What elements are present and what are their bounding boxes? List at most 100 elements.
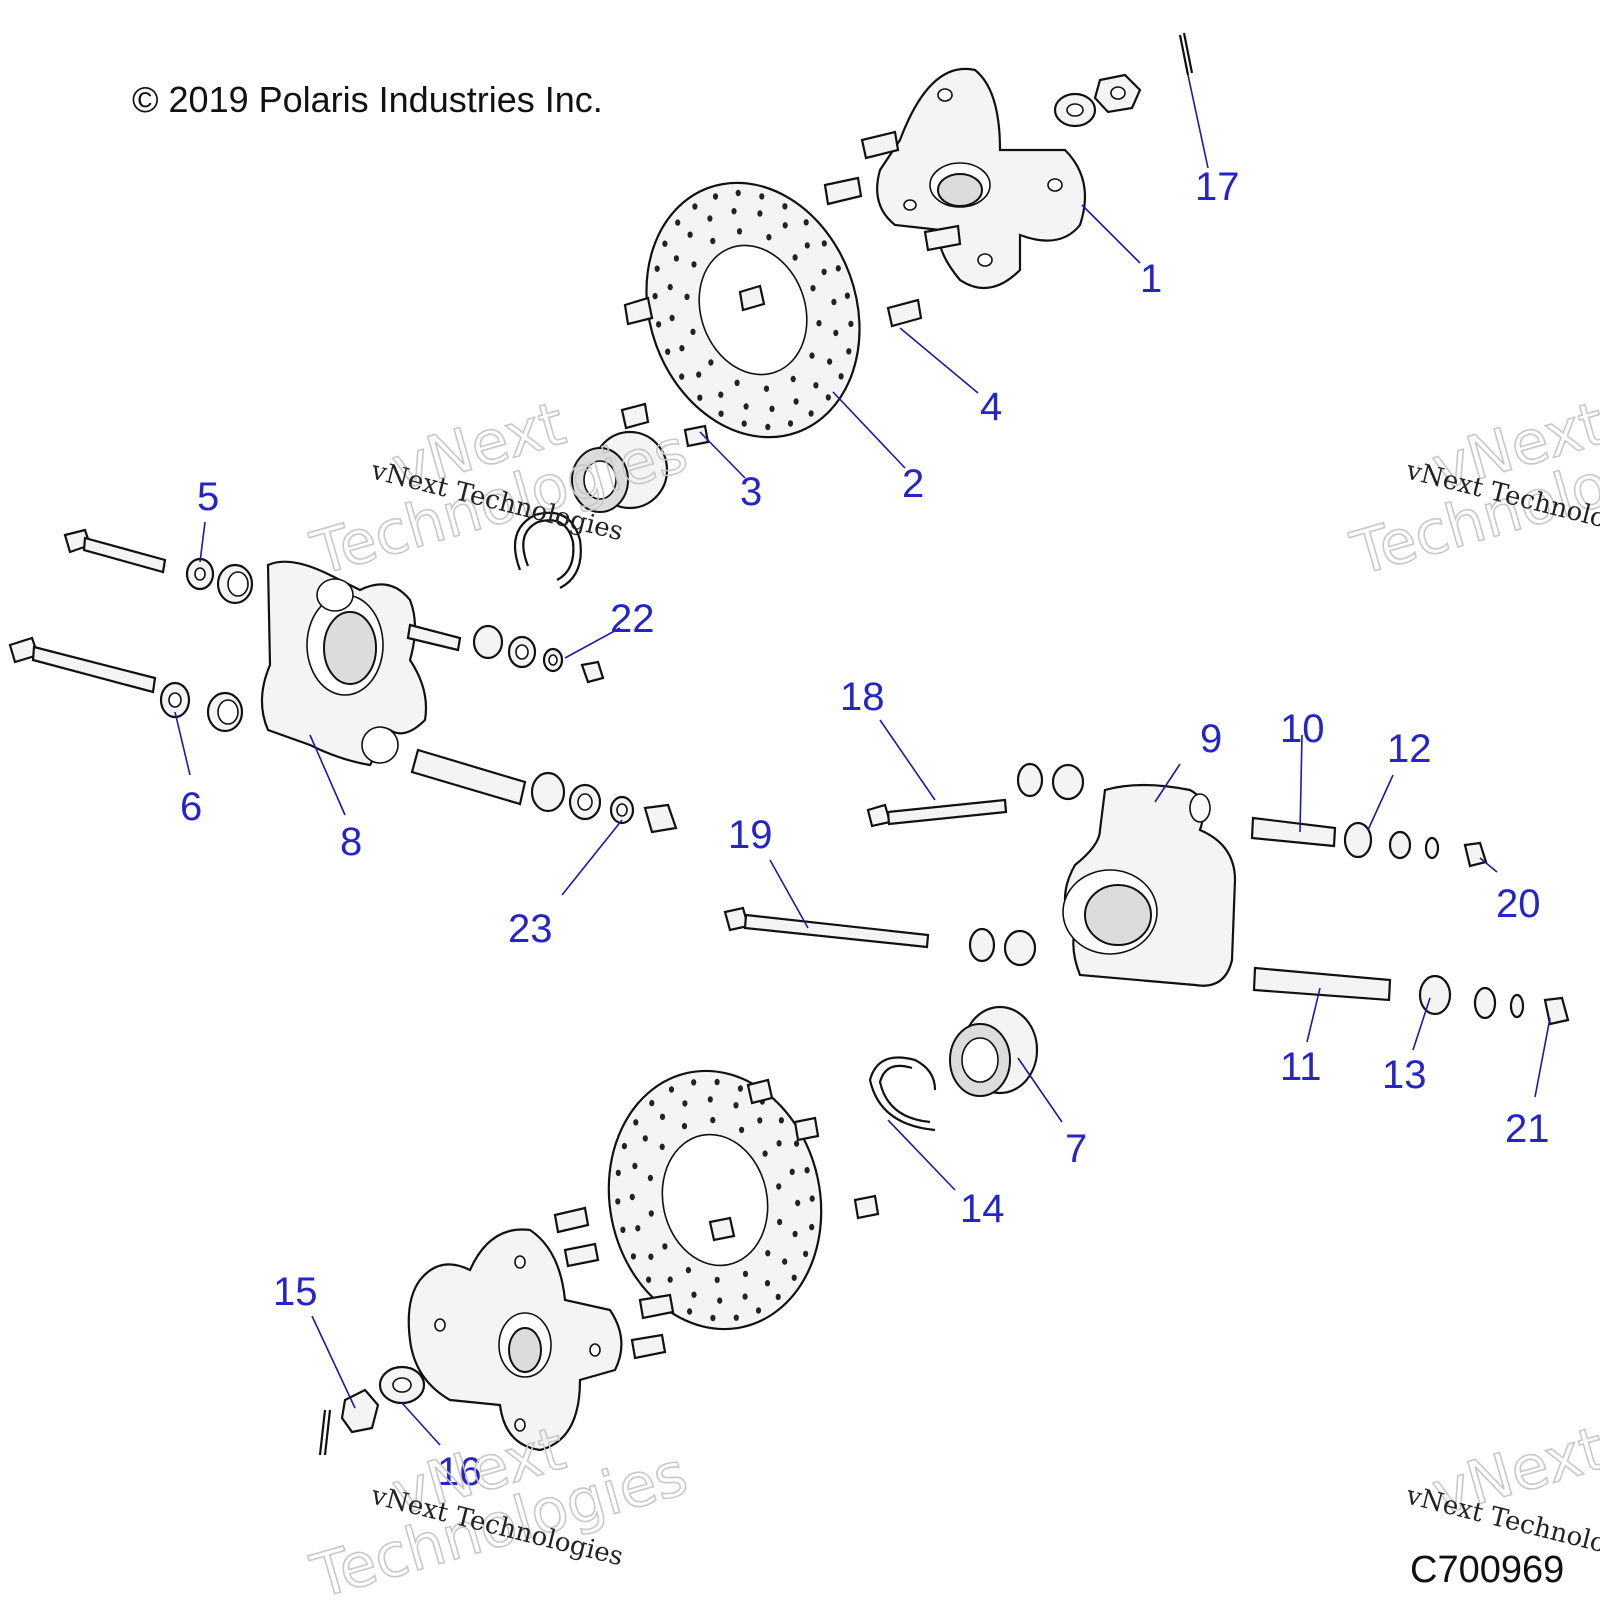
disc-drill-hole	[782, 203, 788, 210]
disc-drill-hole	[764, 1280, 771, 1287]
disc-drill-hole	[691, 261, 697, 268]
callout-11: 11	[1280, 1045, 1322, 1089]
disc-drill-hole	[763, 385, 770, 392]
brake-disc-upper-holes	[652, 189, 854, 431]
callout-8: 8	[340, 820, 362, 864]
disc-drill-hole	[809, 1195, 815, 1202]
disc-drill-hole	[621, 1142, 628, 1150]
disc-drill-hole	[776, 1140, 782, 1147]
bushing-upper-left	[216, 563, 254, 605]
callout-12: 12	[1387, 727, 1432, 771]
disc-drill-hole	[647, 1174, 654, 1182]
disc-drill-hole	[794, 1140, 800, 1147]
callout-2: 2	[902, 462, 924, 506]
disc-drill-hole	[673, 255, 680, 262]
callout-4: 4	[980, 385, 1002, 429]
bushings-18	[1016, 762, 1085, 801]
disc-drill-hole	[848, 320, 854, 328]
disc-drill-hole	[630, 1253, 637, 1260]
bolt-18	[866, 798, 1008, 828]
disc-drill-hole	[808, 410, 814, 417]
disc-drill-hole	[646, 1276, 652, 1283]
callout-16: 16	[437, 1450, 482, 1494]
disc-drill-hole	[827, 358, 833, 365]
disc-drill-hole	[687, 1308, 693, 1315]
disc-drill-hole	[635, 1225, 641, 1232]
pin-10	[1250, 816, 1337, 848]
disc-drill-hole	[776, 1183, 782, 1190]
disc-drill-hole	[667, 1276, 673, 1283]
disc-bolts-lower	[708, 1078, 880, 1242]
disc-drill-hole	[736, 228, 743, 235]
disc-drill-hole	[662, 240, 668, 247]
disc-drill-hole	[804, 1167, 810, 1174]
callout-20: 20	[1496, 882, 1541, 926]
callout-13: 13	[1382, 1053, 1427, 1097]
disc-drill-hole	[675, 219, 681, 226]
disc-drill-hole	[795, 1199, 801, 1207]
disc-drill-hole	[766, 234, 772, 241]
disc-drill-hole	[791, 1274, 797, 1281]
disc-drill-hole	[615, 1169, 621, 1177]
sleeve-lower	[410, 748, 678, 834]
disc-drill-hole	[846, 348, 852, 355]
disc-drill-hole	[710, 1116, 716, 1124]
disc-drill-hole	[679, 345, 685, 352]
bushing-12-group	[1343, 821, 1488, 868]
cotter-pin-lower	[318, 1409, 332, 1456]
disc-drill-hole	[668, 1086, 675, 1093]
callout-23: 23	[508, 907, 553, 951]
disc-drill-hole	[682, 1100, 688, 1107]
disc-drill-hole	[757, 210, 763, 217]
wheel-hub-lower	[407, 1206, 675, 1452]
disc-drill-hole	[632, 1162, 638, 1170]
disc-drill-hole	[787, 420, 794, 427]
disc-drill-hole	[762, 1150, 768, 1157]
callout-6: 6	[180, 785, 202, 829]
bolt-19	[723, 906, 930, 949]
disc-drill-hole	[633, 1119, 639, 1126]
hub-washer-nut-upper	[1053, 73, 1142, 128]
disc-bolts-upper	[620, 284, 923, 448]
brake-disc-upper	[645, 181, 861, 439]
disc-drill-hole	[652, 292, 658, 300]
callout-9: 9	[1200, 717, 1222, 761]
washer-5	[185, 557, 215, 591]
disc-drill-hole	[813, 382, 819, 389]
disc-drill-hole	[685, 1266, 692, 1274]
disc-drill-hole	[790, 375, 796, 383]
disc-drill-hole	[712, 193, 719, 200]
disc-drill-hole	[743, 403, 749, 410]
callout-22: 22	[610, 597, 655, 641]
pin-11	[1252, 966, 1392, 1002]
disc-drill-hole	[669, 314, 675, 322]
disc-drill-hole	[697, 394, 703, 401]
cotter-pin-upper	[1178, 32, 1194, 76]
disc-drill-hole	[782, 222, 788, 229]
disc-drill-hole	[656, 321, 662, 328]
disc-drill-hole	[765, 423, 771, 431]
callout-15: 15	[273, 1270, 318, 1314]
disc-drill-hole	[707, 1096, 713, 1103]
disc-drill-hole	[710, 1314, 716, 1322]
disc-drill-hole	[665, 348, 671, 355]
callout-1: 1	[1140, 257, 1162, 301]
bushing-lower-left	[206, 691, 244, 733]
watermark-lower-left: vNext Technologies vNext Technologies	[303, 1413, 695, 1600]
disc-drill-hole	[710, 237, 716, 245]
disc-drill-hole	[816, 320, 822, 327]
disc-drill-hole	[708, 359, 714, 366]
disc-drill-hole	[821, 240, 827, 247]
disc-drill-hole	[778, 1117, 785, 1124]
bolt-upper-long	[63, 528, 167, 574]
disc-drill-hole	[782, 1258, 788, 1265]
watermark-upper-right: vNext Technologies vNext Technologies	[1343, 388, 1600, 590]
callout-numbers: 1 2 3 4 5 6 7 8 9 10 11 12 13 14 15 16 1…	[180, 165, 1550, 1494]
callout-7: 7	[1065, 1127, 1087, 1171]
disc-drill-hole	[737, 1085, 744, 1092]
disc-drill-hole	[735, 189, 741, 197]
callout-18: 18	[840, 675, 885, 719]
disc-drill-hole	[789, 1168, 795, 1176]
disc-drill-hole	[804, 242, 810, 249]
